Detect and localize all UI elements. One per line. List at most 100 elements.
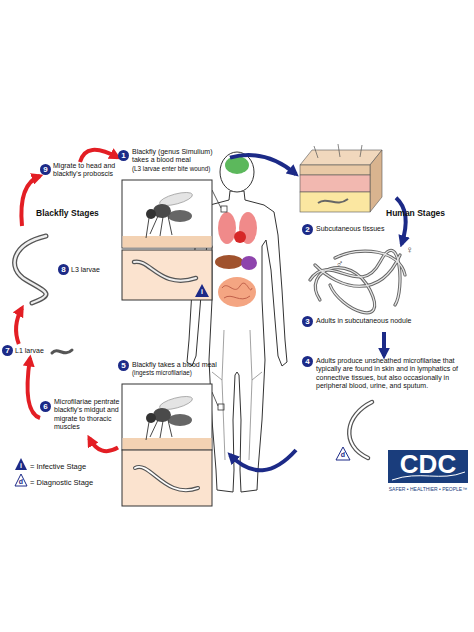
step-text-group: Subcutaneous tissues — [316, 225, 394, 233]
stage-icon-letter: i — [15, 462, 27, 470]
cycle-arrow — [16, 308, 22, 344]
adult-worms — [310, 250, 405, 312]
section-heading: Human Stages — [386, 208, 445, 218]
inset-box — [122, 250, 212, 300]
cycle-arrow — [80, 150, 118, 162]
l3-larva — [134, 262, 196, 281]
fly-head — [146, 413, 156, 423]
step-text-group: Adults in subcutaneous nodule — [316, 317, 466, 325]
step-node: 6Microfilariae pentrate blackfly's midgu… — [40, 398, 122, 438]
l3-larva — [15, 236, 46, 303]
skin-side — [370, 150, 382, 212]
l1-larva — [52, 350, 72, 353]
microfilaria — [135, 467, 198, 490]
microfilaria — [349, 402, 372, 458]
step-text-group: Blackfly takes a blood meal(ingests micr… — [132, 361, 228, 377]
site-marker — [221, 206, 227, 212]
callout-number: 3 — [302, 316, 313, 327]
infective-stage-icon — [15, 458, 27, 470]
fly-abdomen — [168, 414, 192, 426]
step-node: 1Blackfly (genus Simulium) takes a blood… — [118, 148, 230, 180]
l3-larva — [134, 262, 196, 281]
step-text: Migrate to head and blackfly's proboscis — [53, 162, 120, 179]
step-node: 9Migrate to head and blackfly's probosci… — [40, 162, 120, 190]
diagnostic-stage-icon — [336, 447, 350, 460]
fly-abdomen — [168, 210, 192, 222]
sex-symbol: ♀ — [406, 244, 414, 255]
fly-thorax — [153, 408, 171, 422]
step-text: (ingests microfilariae) — [132, 369, 228, 377]
callout-number: 9 — [40, 164, 51, 175]
diagnostic-stage-icon — [15, 474, 27, 486]
legend-text: = Diagnostic Stage — [30, 478, 93, 487]
fly-thorax — [153, 204, 171, 218]
fly-legs — [146, 420, 172, 440]
stomach — [241, 256, 257, 270]
cycle-arrow — [396, 198, 406, 244]
dermis — [300, 175, 370, 192]
callout-number: 8 — [58, 264, 69, 275]
cycle-arrow — [230, 450, 296, 470]
leader-line — [212, 190, 221, 208]
step-node: 3Adults in subcutaneous nodule — [296, 244, 472, 332]
lung — [218, 212, 236, 244]
step-node: 5Blackfly takes a blood meal(ingests mic… — [118, 360, 230, 506]
skin-surface — [123, 236, 212, 248]
cycle-arrow — [89, 438, 118, 451]
step-text-group: Blackfly (genus Simulium) takes a blood … — [132, 148, 228, 172]
legend-text: = Infective Stage — [30, 462, 86, 471]
intestine-coils — [222, 283, 252, 299]
leader-line — [212, 392, 218, 406]
step-node: 4Adults produce unsheathed microfilariae… — [296, 356, 472, 464]
adult-worm-highlight — [335, 251, 405, 275]
stage-icon-letter: i — [196, 288, 208, 296]
cycle-arrow — [382, 332, 386, 356]
step-node: 8L3 larvae — [2, 226, 102, 308]
adult-worm-highlight — [310, 250, 400, 305]
step-text-group: L3 larvae — [71, 266, 111, 274]
heart — [234, 231, 246, 243]
callout-number: 5 — [118, 360, 129, 371]
step-node: 2Subcutaneous tissues — [296, 146, 396, 240]
section-heading: Blackfly Stages — [36, 208, 99, 218]
callout-number: 2 — [302, 224, 313, 235]
step-text: Blackfly takes a blood meal — [132, 361, 228, 369]
skin-surface — [123, 438, 212, 450]
logo-tagline: SAFER • HEALTHIER • PEOPLE™ — [384, 486, 472, 492]
step-text: Adults in subcutaneous nodule — [316, 317, 466, 325]
fly-legs — [146, 216, 172, 238]
cycle-arrow — [230, 155, 296, 174]
adult-worm-highlight — [315, 255, 400, 286]
step-text-group: L1 larvae — [15, 347, 58, 355]
callout-number: 7 — [2, 345, 13, 356]
fly-head — [146, 209, 156, 219]
microfilaria — [135, 467, 198, 490]
callout-number: 1 — [118, 150, 129, 161]
stage-icon-letter: d — [15, 478, 27, 486]
step-text: Subcutaneous tissues — [316, 225, 394, 233]
callout-number: 6 — [40, 401, 51, 412]
inset-box — [122, 384, 212, 450]
intestines — [218, 277, 256, 307]
cycle-arrow — [28, 358, 40, 418]
step-text: (L3 larvae enter bite wound) — [132, 165, 228, 173]
adult-worm — [310, 250, 400, 305]
brain — [225, 156, 249, 174]
step-text: L3 larvae — [71, 266, 111, 274]
l3-larva — [15, 236, 46, 303]
step-text-group: Adults produce unsheathed microfilariae … — [316, 357, 466, 390]
cycle-arrow — [21, 176, 40, 226]
skin-hair — [314, 144, 362, 158]
step-text: Blackfly (genus Simulium) takes a blood … — [132, 148, 228, 165]
lymphatic-vessels — [212, 330, 262, 460]
step-node: 7L1 larvae — [2, 344, 58, 358]
adult-worm — [315, 255, 400, 286]
microfilaria — [349, 402, 372, 458]
subcutaneous-fat — [300, 192, 370, 212]
epidermis — [300, 165, 370, 175]
sex-symbol: ♂ — [336, 258, 344, 269]
step-text: Adults produce unsheathed microfilariae … — [316, 357, 466, 390]
